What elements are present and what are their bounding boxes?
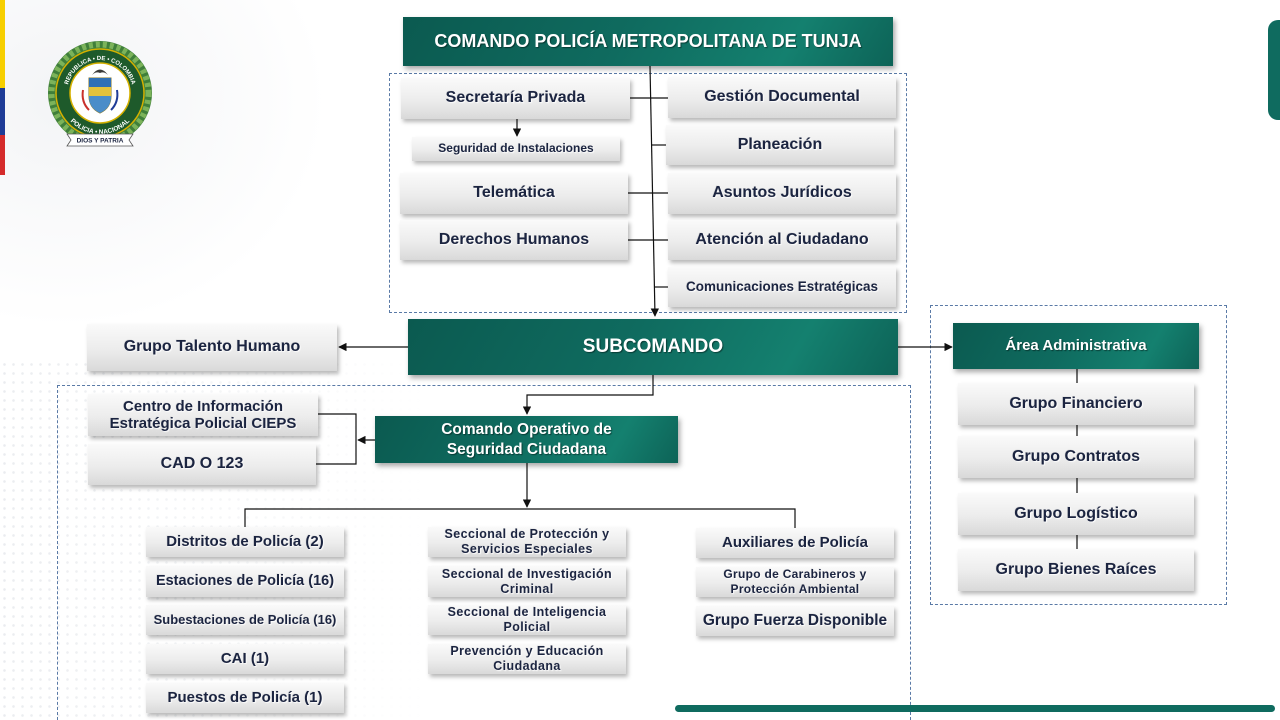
seguridad-instalaciones-box: Seguridad de Instalaciones — [412, 137, 620, 161]
connector-command-to-subcommand — [649, 65, 660, 317]
connector-cieps-cad-bracket — [316, 413, 357, 465]
grupo-logistico-box: Grupo Logístico — [958, 493, 1194, 535]
comunicaciones-estrategicas-box: Comunicaciones Estratégicas — [668, 267, 896, 307]
operational-command-frame — [57, 385, 911, 720]
carabineros-box: Grupo de Carabineros y Protección Ambien… — [696, 567, 894, 597]
planeacion-box: Planeación — [666, 125, 894, 165]
flag-stripe-yellow — [0, 0, 5, 88]
subestaciones-box: Subestaciones de Policía (16) — [146, 605, 344, 635]
atencion-ciudadano-box: Atención al Ciudadano — [668, 220, 896, 260]
auxiliares-box: Auxiliares de Policía — [696, 528, 894, 558]
fuerza-disponible-box: Grupo Fuerza Disponible — [696, 606, 894, 636]
grupo-financiero-box: Grupo Financiero — [958, 383, 1194, 425]
distritos-box: Distritos de Policía (2) — [146, 527, 344, 557]
seccional-proteccion-box: Seccional de Protección y Servicios Espe… — [428, 527, 626, 557]
connector-subcommand-operativo — [522, 375, 654, 415]
estaciones-box: Estaciones de Policía (16) — [146, 566, 344, 597]
cai-box: CAI (1) — [146, 644, 344, 674]
grupo-bienes-raices-box: Grupo Bienes Raíces — [958, 549, 1194, 591]
seal-wreath-leaves — [48, 41, 152, 145]
bottom-accent-bar — [675, 705, 1275, 712]
flag-stripe-blue — [0, 88, 5, 135]
grupo-contratos-box: Grupo Contratos — [958, 436, 1194, 478]
derechos-humanos-box: Derechos Humanos — [400, 220, 628, 260]
command-title-box: COMANDO POLICÍA METROPOLITANA DE TUNJA — [403, 17, 893, 66]
administrative-area-frame — [930, 305, 1227, 605]
puestos-box: Puestos de Policía (1) — [146, 683, 344, 713]
asuntos-juridicos-box: Asuntos Jurídicos — [668, 173, 896, 214]
seccional-investigacion-box: Seccional de Investigación Criminal — [428, 566, 626, 597]
seccional-inteligencia-box: Seccional de Inteligencia Policial — [428, 605, 626, 635]
cieps-box: Centro de Información Estratégica Polici… — [88, 394, 318, 436]
telematica-box: Telemática — [400, 173, 628, 214]
comando-operativo-box: Comando Operativo de Seguridad Ciudadana — [375, 416, 678, 463]
seal-motto: DIOS Y PATRIA — [77, 138, 124, 145]
subcomando-box: SUBCOMANDO — [408, 319, 898, 375]
gestion-documental-box: Gestión Documental — [668, 77, 896, 118]
connector-operativo-branches — [244, 508, 796, 528]
right-edge-accent — [1268, 20, 1280, 120]
prevencion-educacion-box: Prevención y Educación Ciudadana — [428, 644, 626, 674]
seal-coat-of-arms-icon — [81, 69, 119, 114]
background-wash — [0, 0, 330, 330]
police-seal-logo: REPUBLICA • DE • COLOMBIA POLICIA • NACI… — [48, 41, 152, 147]
flag-stripe-red — [0, 135, 5, 175]
seal-ribbon: DIOS Y PATRIA — [66, 133, 134, 147]
area-administrativa-box: Área Administrativa — [953, 323, 1199, 369]
talento-humano-box: Grupo Talento Humano — [87, 324, 337, 371]
staff-offices-frame — [389, 73, 907, 313]
cad-123-box: CAD O 123 — [88, 444, 316, 485]
secretaria-privada-box: Secretaría Privada — [401, 78, 630, 119]
